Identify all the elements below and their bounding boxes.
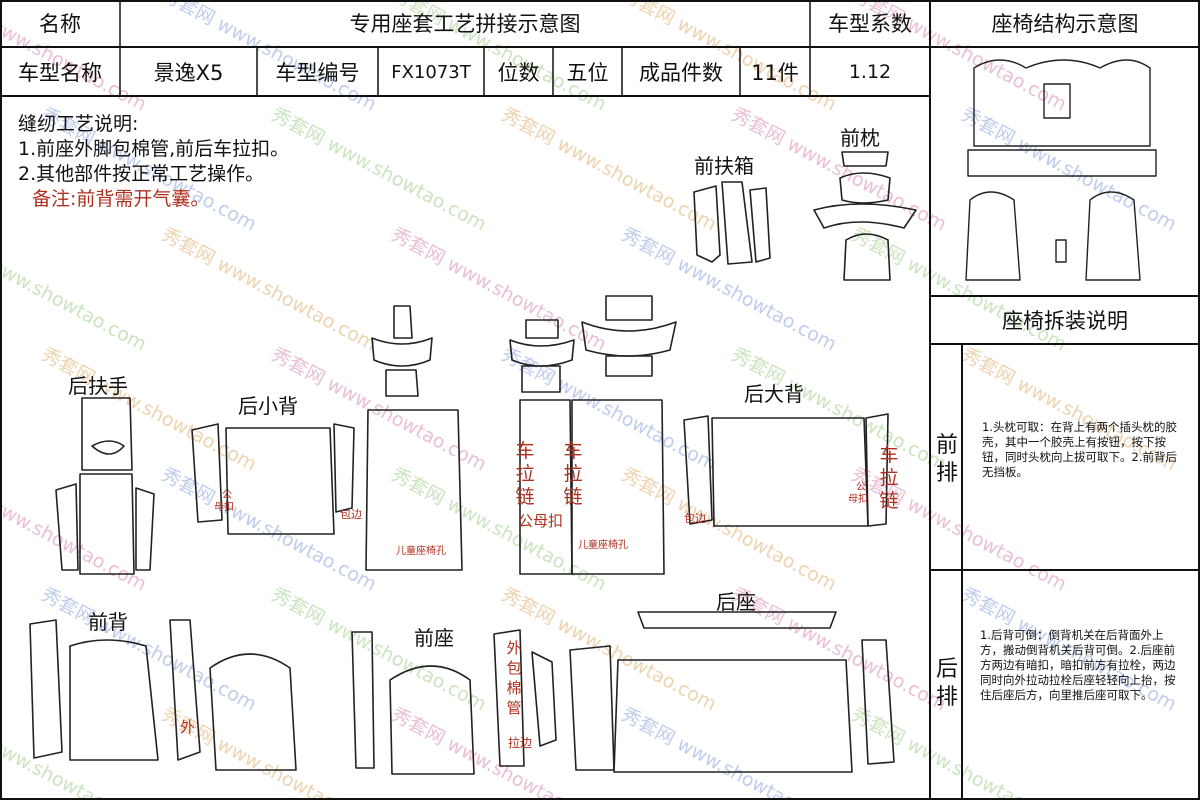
annot-pull-edge: 拉边 [508, 736, 533, 750]
annot-zipper-3: 车拉链 [879, 444, 899, 512]
seats-value: 五位 [566, 61, 609, 85]
front-pillow-front-piece [839, 172, 891, 204]
struct-rear-bench [967, 149, 1157, 177]
notes-line-1: 1.前座外脚包棉管,前后车拉扣。 [18, 138, 290, 160]
annot-outer: 外 [180, 718, 196, 736]
name-label: 名称 [39, 12, 81, 36]
model-code-label: 车型编号 [275, 61, 360, 85]
annot-zipper-2: 车拉链 [563, 440, 583, 508]
annot-snap-pair: 公母扣 [518, 512, 564, 530]
middle-headrest-bottom-piece [521, 365, 561, 393]
middle-back-right-piece [571, 399, 665, 575]
struct-console-box [1055, 239, 1067, 263]
front-back-rear-piece [209, 653, 297, 771]
notes-line-2: 2.其他部件按正常工艺操作。 [18, 163, 265, 185]
annot-female-snap-2: 母扣 [848, 494, 868, 505]
rear-seat-left-piece [569, 645, 615, 771]
pieces-value: 11件 [751, 61, 799, 85]
label-rear-seat: 后座 [716, 590, 756, 614]
model-code: FX1073T [391, 61, 471, 83]
rear-big-back-main-piece [711, 417, 869, 527]
label-rear-small-back: 后小背 [238, 394, 298, 418]
middle-headrest-top-piece [525, 319, 559, 339]
label-front-box: 前扶箱 [694, 154, 754, 178]
annot-zipper-1: 车拉链 [515, 440, 535, 508]
rear-armrest-left-piece [55, 483, 79, 571]
front-seat-left-piece [351, 631, 375, 769]
annot-piping-2: 包边 [684, 512, 706, 525]
front-pillow-top-piece [841, 151, 889, 167]
rear-row-label: 后排 [935, 657, 958, 710]
rear-small-headrest-top-piece [393, 305, 413, 339]
sewing-notes: 缝纫工艺说明: 1.前座外脚包棉管,前后车拉扣。 2.其他部件按正常工艺操作。 … [18, 112, 289, 212]
front-pillow-back-piece [843, 233, 891, 281]
label-front-seat: 前座 [414, 626, 454, 650]
rear-big-back-left-piece [683, 415, 713, 525]
annot-male-snap-2: 公 [856, 482, 866, 493]
rear-row-text: 1.后背可倒：倒背机关在后背面外上方，搬动倒背机关后背可倒。2.后座前方两边有暗… [980, 628, 1176, 702]
rear-armrest-top-piece [81, 397, 133, 471]
struct-rear-backrest [973, 59, 1151, 147]
label-rear-armrest: 后扶手 [68, 374, 128, 398]
rear-seat-main-piece [613, 659, 853, 773]
rear-big-headrest-top-piece [605, 295, 653, 321]
rear-armrest-right-piece [135, 487, 155, 571]
front-back-side-piece [169, 619, 201, 761]
rear-big-headrest-bottom-piece [605, 355, 653, 377]
struct-front-seat-left [965, 191, 1021, 281]
rear-small-headrest-wing-piece [371, 337, 433, 367]
front-back-left-piece [29, 619, 63, 759]
front-row-text: 1.头枕可取：在背上有两个插头枕的胶壳，其中一个胶壳上有按钮，按下按钮，同时头枕… [982, 420, 1177, 479]
label-front-pillow: 前枕 [840, 126, 880, 150]
disassembly-title: 座椅拆装说明 [1002, 309, 1128, 333]
front-box-right-piece [749, 187, 771, 263]
annot-male-snap-1: 公 [222, 490, 232, 501]
label-rear-big-back: 后大背 [744, 382, 804, 406]
rear-small-back-body-piece [365, 409, 463, 571]
coef-value: 1.12 [848, 61, 892, 83]
annot-piping-1: 包边 [340, 508, 362, 521]
rear-armrest-center-piece [79, 473, 135, 575]
annot-female-snap-1: 母扣 [214, 502, 234, 513]
seats-label: 位数 [497, 61, 540, 85]
rear-big-back-right-piece [865, 413, 889, 527]
rear-big-headrest-wing-piece [581, 321, 677, 357]
model-name: 景逸X5 [153, 61, 224, 85]
front-box-middle-piece [721, 181, 753, 265]
label-front-back: 前背 [88, 610, 128, 634]
struct-front-seat-right [1085, 191, 1141, 281]
rear-small-back-right-piece [333, 423, 355, 513]
rear-small-headrest-bottom-piece [385, 369, 419, 397]
notes-heading: 缝纫工艺说明: [18, 113, 139, 135]
struct-center-armrest [1043, 83, 1071, 119]
annot-child-seat-hole-2: 儿童座椅孔 [578, 540, 628, 551]
coef-label: 车型系数 [828, 12, 912, 36]
front-pillow-side-piece [813, 203, 917, 229]
front-seat-main-piece [389, 665, 475, 775]
pieces-label: 成品件数 [639, 61, 723, 85]
struct-title: 座椅结构示意图 [991, 12, 1139, 36]
rear-armrest-slot [91, 440, 125, 455]
front-seat-side-piece [493, 629, 525, 767]
rear-seat-top-strip [637, 611, 837, 629]
rear-small-back-left-piece [191, 423, 223, 523]
front-back-main-piece [69, 639, 159, 761]
model-name-label: 车型名称 [18, 61, 102, 85]
front-row-label: 前排 [935, 433, 958, 486]
front-seat-edge-piece [531, 651, 557, 747]
front-box-left-piece [693, 185, 721, 263]
notes-remark: 备注:前背需开气囊。 [32, 188, 210, 210]
rear-small-back-main-piece [225, 427, 335, 535]
annot-child-seat-hole-1: 儿童座椅孔 [396, 546, 446, 557]
annot-outer-cotton-tube: 外包棉管 [506, 639, 522, 717]
middle-headrest-wing-piece [509, 339, 575, 367]
page-title: 专用座套工艺拼接示意图 [349, 12, 581, 36]
rear-seat-right-piece [861, 639, 895, 765]
